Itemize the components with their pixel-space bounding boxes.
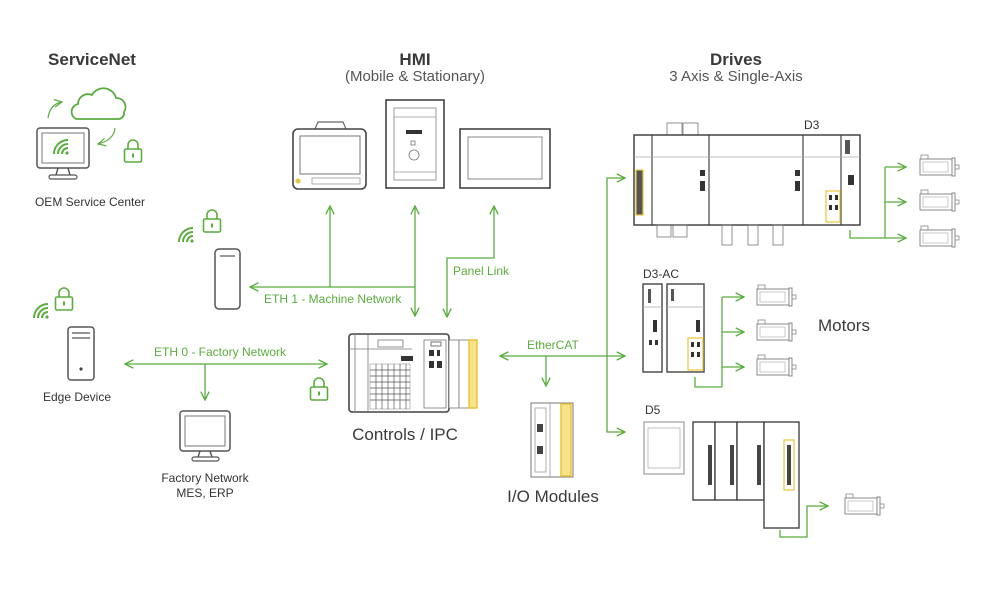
controls-ipc-label: Controls / IPC xyxy=(352,425,458,444)
motor-icon xyxy=(756,354,797,377)
ipc-icon xyxy=(348,333,478,413)
lock-icon xyxy=(123,139,143,163)
handheld-device-icon xyxy=(214,248,241,310)
motor-icon xyxy=(919,154,960,177)
monitor-icon xyxy=(179,410,231,462)
edge-device-label: Edge Device xyxy=(42,390,112,404)
eth0-label: ETH 0 - Factory Network xyxy=(154,345,287,359)
motor-icon xyxy=(919,189,960,212)
servicenet-title: ServiceNet xyxy=(48,50,136,69)
drive-d3-label: D3 xyxy=(804,118,820,132)
io-modules-label: I/O Modules xyxy=(507,487,599,506)
display-icon xyxy=(459,128,551,189)
io-module-icon xyxy=(530,402,574,478)
hmi-title: HMI xyxy=(399,50,431,69)
motor-icon xyxy=(844,493,885,516)
panel-link-label: Panel Link xyxy=(453,264,510,278)
lock-icon xyxy=(202,209,222,233)
hmi-subtitle: (Mobile & Stationary) xyxy=(344,68,486,85)
tablet-icon xyxy=(292,121,367,190)
drive-d5-label: D5 xyxy=(645,403,661,417)
wifi-icon xyxy=(33,303,50,320)
sync-arrow-down xyxy=(98,127,116,144)
lock-icon xyxy=(309,377,329,401)
cloud-icon xyxy=(70,87,127,120)
drives-title: Drives xyxy=(710,50,762,69)
factory-network-label: Factory Network xyxy=(161,471,249,485)
d3-motor-bus xyxy=(849,230,885,239)
oem-service-center-label: OEM Service Center xyxy=(34,195,146,209)
motor-icon xyxy=(756,284,797,307)
motor-icon xyxy=(756,319,797,342)
drive-d5-icon xyxy=(643,421,800,529)
tower-pc-icon xyxy=(67,326,95,381)
drive-d3ac-label: D3-AC xyxy=(643,267,680,281)
drives-subtitle: 3 Axis & Single-Axis xyxy=(669,68,803,85)
sync-arrow-up xyxy=(47,102,62,119)
panel-link-line xyxy=(447,206,494,317)
drive-d3-icon xyxy=(633,122,861,246)
d5-motor-line xyxy=(779,506,828,538)
ethercat-drive-bus xyxy=(606,178,625,432)
wifi-icon xyxy=(178,227,195,244)
drive-d3ac-icon xyxy=(642,283,705,373)
motor-icon xyxy=(919,225,960,248)
ethercat-label: EtherCAT xyxy=(527,338,579,352)
eth1-label: ETH 1 - Machine Network xyxy=(264,292,402,306)
motors-label: Motors xyxy=(818,316,870,335)
monitor-icon xyxy=(36,127,90,180)
lock-icon xyxy=(54,287,74,311)
panel-pc-icon xyxy=(385,99,445,189)
mes-erp-label: MES, ERP xyxy=(176,486,234,500)
d3ac-motor-bus xyxy=(694,377,722,388)
